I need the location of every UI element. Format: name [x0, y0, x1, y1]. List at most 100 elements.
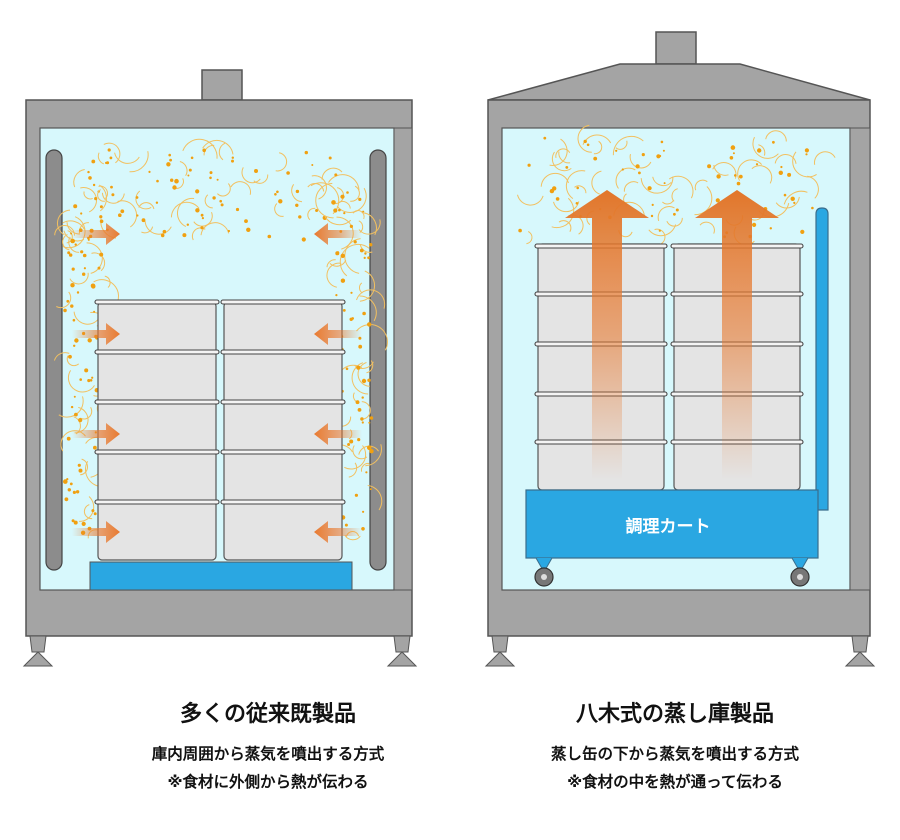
steam-swirl: [344, 445, 367, 470]
steam-swirl: [356, 289, 386, 309]
steam-dot: [91, 376, 94, 379]
steam-swirl: [551, 197, 575, 229]
cart-wheel-icon: [534, 557, 554, 587]
steam-swirl: [141, 226, 154, 234]
steam-dot: [91, 509, 95, 513]
steam-dot: [369, 488, 372, 491]
steam-dot: [276, 190, 279, 194]
steam-dot: [90, 283, 96, 289]
steam-swirl: [101, 192, 125, 204]
steam-swirl: [365, 444, 382, 467]
cooking-cart[interactable]: [525, 489, 819, 559]
steam-dot: [363, 256, 366, 259]
steam-dot: [76, 291, 80, 294]
caption-title: 多くの従来既製品: [179, 702, 356, 727]
steam-dot: [658, 229, 661, 232]
pot-rim: [220, 449, 346, 455]
steam-swirl: [775, 196, 800, 209]
steam-dot: [555, 197, 560, 201]
steam-dot: [227, 229, 230, 233]
steam-dot: [244, 219, 248, 224]
steam-dot: [543, 136, 547, 140]
steam-swirl: [359, 244, 373, 253]
steam-swirl: [329, 259, 347, 267]
steam-swirl: [230, 181, 252, 195]
steam-dot: [368, 421, 371, 424]
steam-dot: [111, 193, 115, 197]
steam-dot: [350, 291, 353, 294]
steam-swirl: [291, 184, 303, 203]
caption-subtitle: 蒸し缶の下から蒸気を噴出する方式: [550, 745, 799, 763]
steam-arrow-icon: [72, 423, 120, 445]
steam-dot: [73, 520, 78, 525]
conventional-cabinet: [22, 69, 418, 667]
steam-swirl: [774, 154, 797, 164]
steam-swirl: [91, 252, 106, 272]
steam-dot: [219, 199, 222, 203]
side-steam-arrows: [72, 223, 362, 543]
steam-swirl: [354, 361, 374, 369]
steam-swirl: [67, 370, 95, 393]
steam-dot: [80, 212, 83, 215]
steam-dot: [66, 299, 70, 303]
steam-dot: [331, 200, 336, 205]
steam-swirl: [751, 165, 773, 184]
steam-dot: [635, 164, 640, 169]
steam-swirl: [79, 496, 95, 522]
steam-dot: [736, 181, 741, 186]
chimney: [655, 31, 697, 65]
steam-swirl: [274, 203, 284, 217]
steam-dot: [369, 416, 374, 420]
steam-swirl: [179, 161, 188, 177]
steam-dot: [278, 199, 283, 204]
steam-dot: [82, 253, 87, 258]
steam-dot: [195, 189, 200, 194]
steam-arrow-icon: [314, 223, 362, 245]
caption-note: ※食材に外側から熱が伝わる: [167, 773, 369, 791]
steam-dot: [769, 227, 772, 230]
steam-dot: [593, 156, 598, 161]
steam-dot: [195, 208, 200, 213]
steam-dot: [369, 449, 374, 454]
pot-stack: [94, 299, 220, 561]
pot-rim: [94, 449, 220, 455]
steam-dot: [94, 197, 98, 201]
steam-dot: [730, 145, 736, 150]
steam-swirl: [97, 152, 105, 165]
steam-swirl: [80, 458, 88, 476]
steam-dot: [647, 186, 652, 191]
steam-dot: [805, 153, 808, 156]
steam-dot: [166, 162, 171, 167]
steam-dot: [69, 253, 73, 257]
steam-dot: [729, 156, 734, 160]
steam-dot: [70, 304, 74, 308]
steam-swirl: [526, 231, 533, 245]
steam-dot: [675, 208, 679, 212]
steam-dot: [77, 463, 81, 467]
steam-dot: [75, 490, 80, 494]
steam-dot: [575, 202, 579, 205]
steam-arrow-icon: [695, 190, 779, 480]
steam-dot: [74, 412, 78, 417]
steam-dot: [621, 168, 624, 171]
steam-swirl: [326, 259, 336, 268]
steam-swirl: [69, 272, 89, 285]
steam-dot: [136, 214, 139, 217]
caption-note: ※食材の中を熱が通って伝わる: [567, 773, 783, 791]
steam-dot: [361, 396, 364, 399]
steam-dot: [274, 193, 277, 196]
steam-swirl: [666, 217, 683, 227]
steam-dot: [220, 203, 224, 207]
steam-dot: [63, 479, 68, 484]
steam-dot: [338, 208, 341, 212]
steam-dot: [343, 212, 346, 215]
steam-dot: [99, 252, 104, 257]
steam-dot: [216, 178, 219, 181]
steam-arrow-icon: [72, 323, 120, 345]
steam-dot: [576, 186, 579, 190]
pot-rim: [94, 399, 220, 405]
steam-dot: [82, 272, 86, 276]
steam-dot: [583, 139, 587, 144]
steam-dot: [209, 171, 213, 175]
steam-swirl: [176, 197, 195, 227]
